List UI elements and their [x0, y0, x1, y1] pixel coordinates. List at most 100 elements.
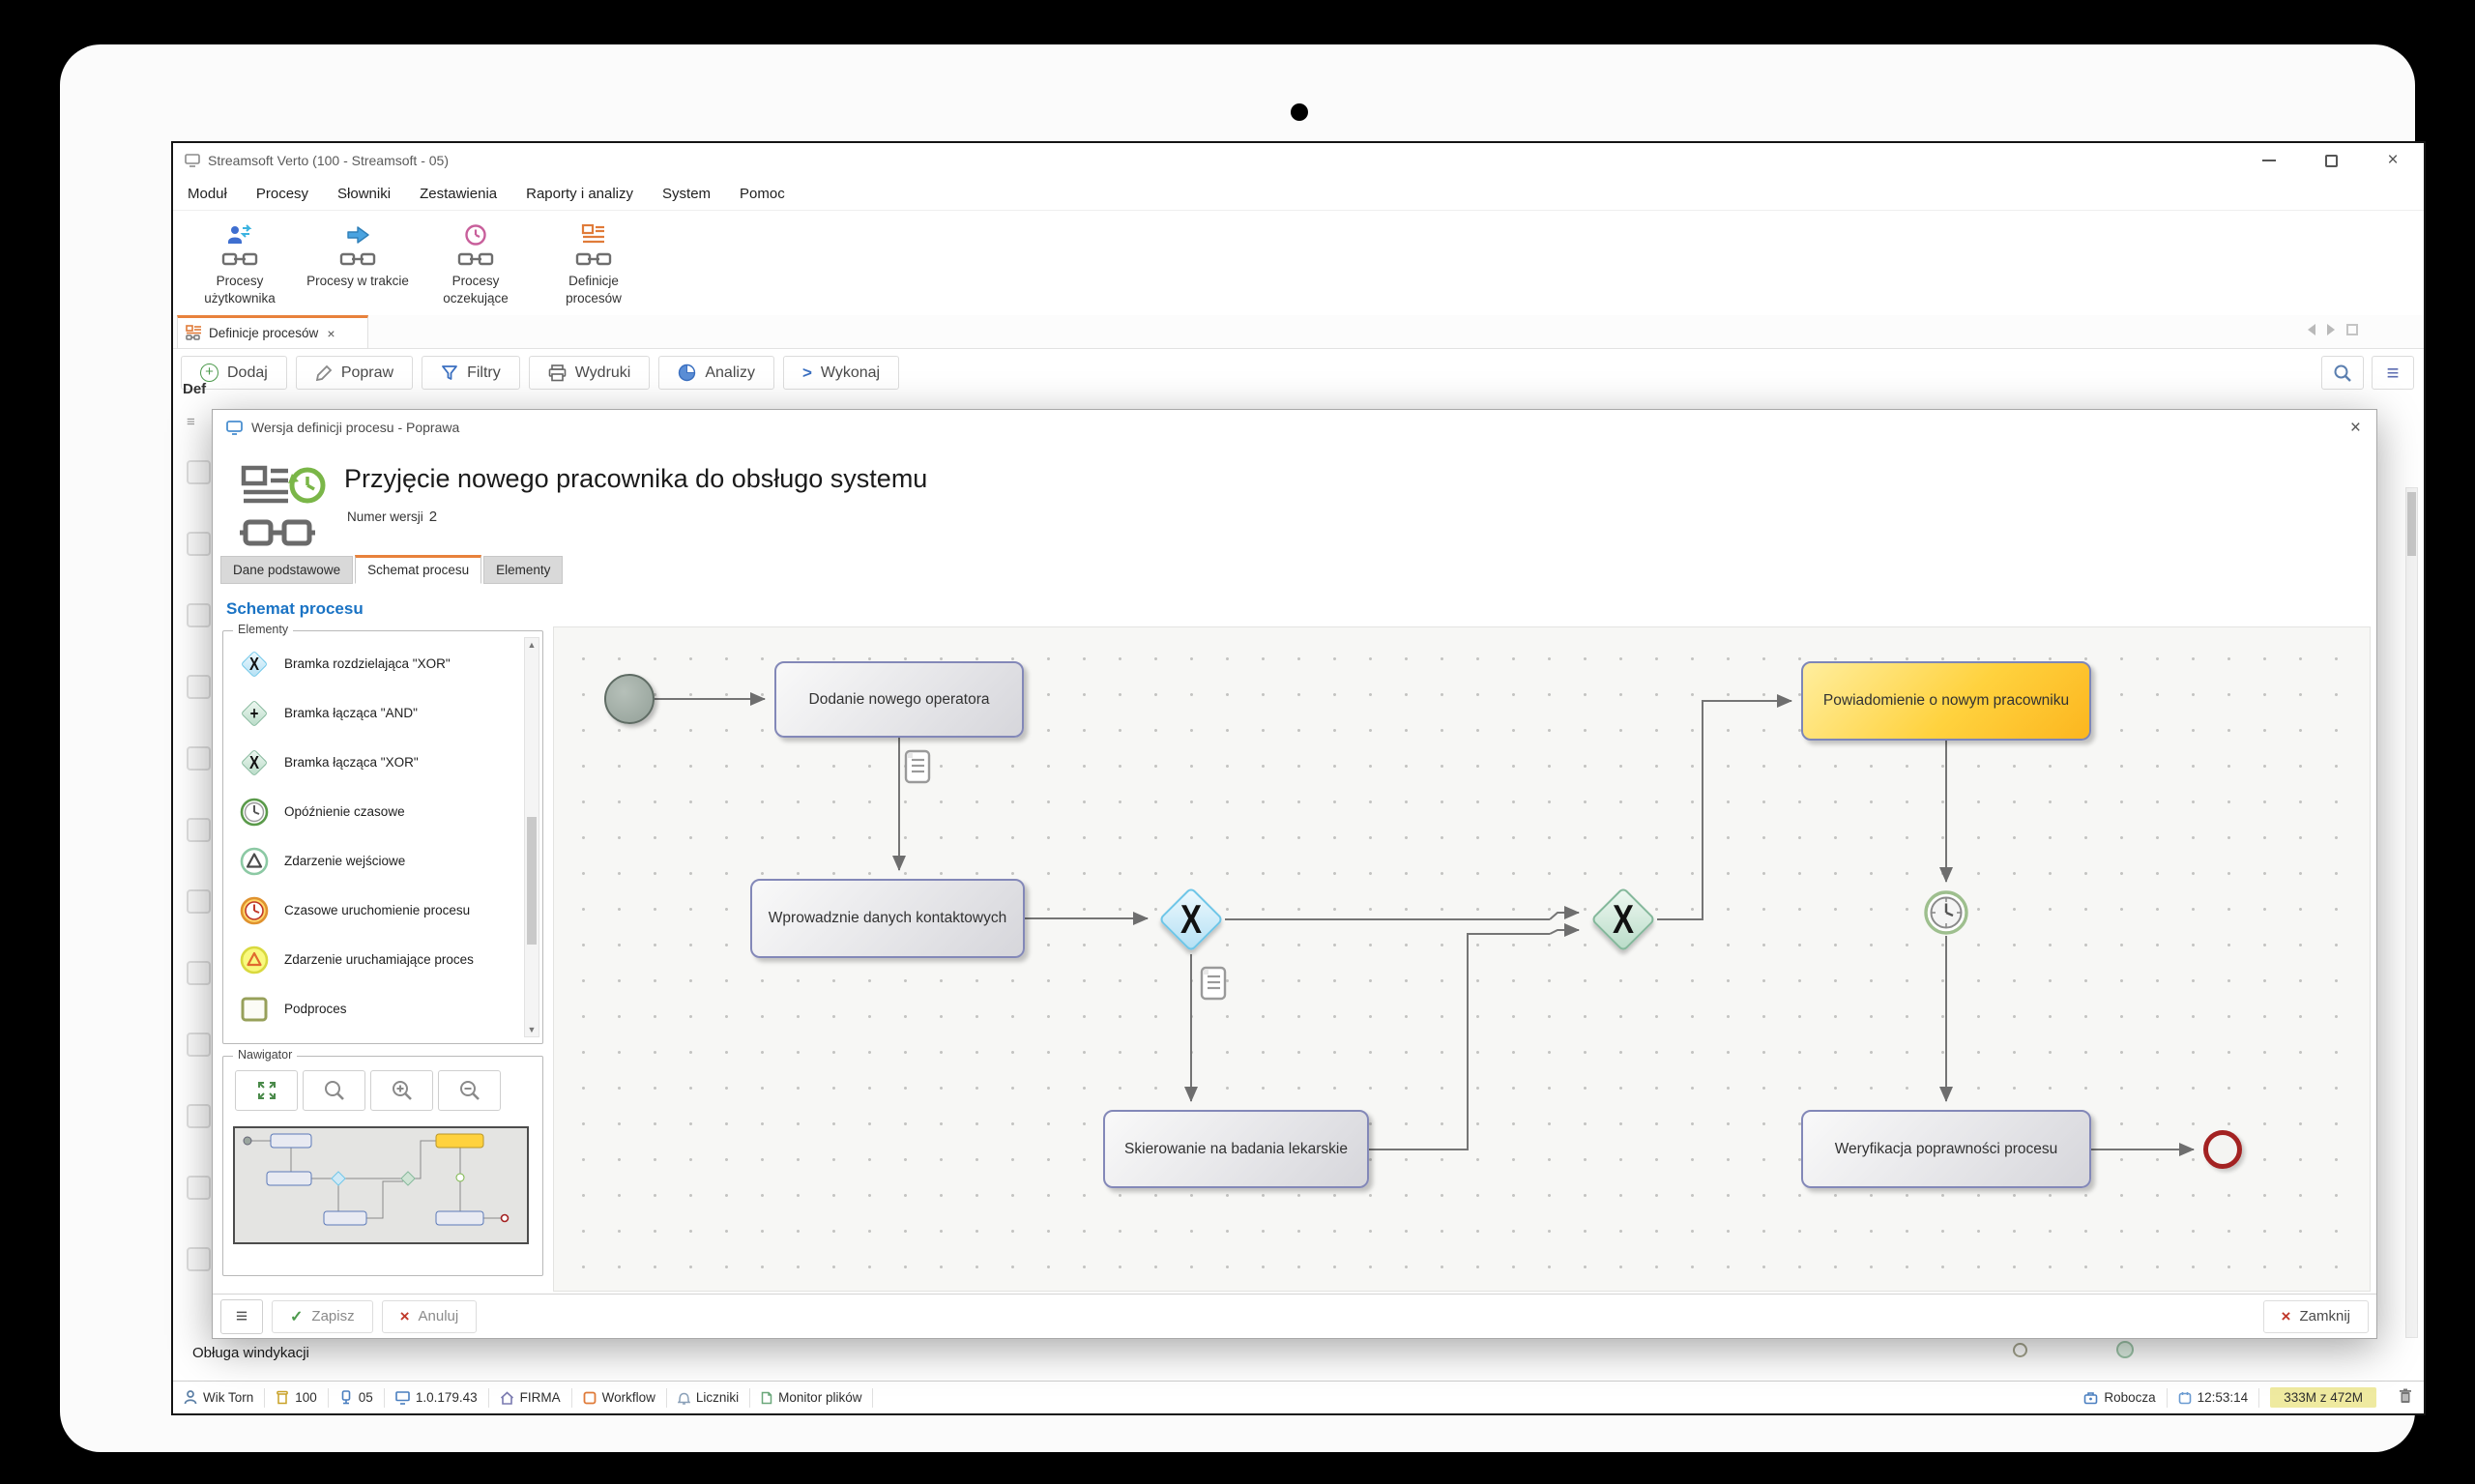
- tab-dane-podstawowe[interactable]: Dane podstawowe: [220, 556, 354, 584]
- tab-scroll-right-icon[interactable]: [2327, 324, 2335, 335]
- menu-bar: Moduł Procesy Słowniki Zestawienia Rapor…: [173, 178, 2424, 211]
- title-bar: Streamsoft Verto (100 - Streamsoft - 05)…: [173, 143, 2424, 178]
- ribbon-procesy-w-trakcie[interactable]: Procesy w trakcie: [299, 211, 417, 315]
- minimize-button[interactable]: [2238, 143, 2300, 178]
- time-delay-node[interactable]: [1923, 889, 1969, 936]
- palette-timer-start[interactable]: Czasowe uruchomienie procesu: [227, 886, 521, 935]
- status-user-label: Wik Torn: [203, 1390, 254, 1405]
- ribbon-definicje-procesow[interactable]: Definicje procesów: [535, 211, 653, 315]
- elements-scrollbar[interactable]: ▲ ▼: [524, 637, 539, 1037]
- monitor-icon: [395, 1390, 410, 1405]
- row-checkbox[interactable]: [187, 746, 211, 771]
- edit-button[interactable]: Popraw: [295, 356, 414, 390]
- task-node-wprowadzenie-danych[interactable]: Wprowadznie danych kontaktowych: [750, 879, 1025, 958]
- menu-system[interactable]: System: [662, 186, 712, 202]
- document-attachment-icon[interactable]: [904, 749, 931, 784]
- xor-split-gateway[interactable]: X: [1157, 886, 1225, 953]
- scrollbar-thumb[interactable]: [2407, 492, 2416, 556]
- row-checkbox[interactable]: [187, 1104, 211, 1128]
- task-node-dodanie-operatora[interactable]: Dodanie nowego operatora: [774, 661, 1024, 738]
- tab-list-icon[interactable]: [2346, 324, 2358, 335]
- app-window: Streamsoft Verto (100 - Streamsoft - 05)…: [171, 141, 2426, 1415]
- zoom-out-button[interactable]: [438, 1070, 501, 1111]
- tab-close-icon[interactable]: ×: [327, 325, 335, 341]
- analytics-button[interactable]: Analizy: [658, 356, 774, 390]
- zoom-out-icon: [459, 1081, 480, 1100]
- palette-time-delay[interactable]: Opóźnienie czasowe: [227, 787, 521, 836]
- status-robocza-label: Robocza: [2104, 1390, 2156, 1405]
- row-checkbox[interactable]: [187, 1033, 211, 1057]
- palette-start-event[interactable]: Zdarzenie uruchamiające proces: [227, 935, 521, 984]
- end-node[interactable]: [2203, 1130, 2242, 1169]
- task-node-powiadomienie[interactable]: Powiadomienie o nowym pracowniku: [1801, 661, 2091, 741]
- menu-modul[interactable]: Moduł: [188, 186, 227, 202]
- palette-and-join[interactable]: + Bramka łącząca "AND": [227, 688, 521, 738]
- footer-menu-button[interactable]: ≡: [220, 1298, 263, 1334]
- print-button[interactable]: Wydruki: [528, 356, 651, 390]
- add-button[interactable]: + Dodaj: [181, 356, 287, 390]
- tab-scroll-left-icon[interactable]: [2308, 324, 2315, 335]
- scroll-down-icon[interactable]: ▼: [527, 1025, 537, 1034]
- palette-xor-join[interactable]: X Bramka łącząca "XOR": [227, 738, 521, 787]
- close-dialog-button[interactable]: × Zamknij: [2262, 1299, 2369, 1333]
- filter-button[interactable]: Filtry: [422, 356, 520, 390]
- camera-dot: [1291, 103, 1308, 121]
- status-time: 12:53:14: [2168, 1387, 2260, 1408]
- tab-schemat-procesu[interactable]: Schemat procesu: [355, 555, 482, 584]
- row-checkbox[interactable]: [187, 460, 211, 484]
- process-canvas[interactable]: Dodanie nowego operatora Wprowadznie dan…: [553, 626, 2371, 1292]
- menu-slowniki[interactable]: Słowniki: [337, 186, 392, 202]
- chain-link-icon: [221, 251, 258, 269]
- document-attachment-icon[interactable]: [1200, 966, 1227, 1001]
- menu-pomoc[interactable]: Pomoc: [740, 186, 785, 202]
- palette-input-event[interactable]: Zdarzenie wejściowe: [227, 836, 521, 886]
- fit-view-button[interactable]: [235, 1070, 298, 1111]
- start-node[interactable]: [604, 674, 655, 724]
- filter-icon: [442, 364, 457, 380]
- row-checkbox[interactable]: [187, 675, 211, 699]
- task-node-skierowanie-badania[interactable]: Skierowanie na badania lekarskie: [1103, 1110, 1369, 1188]
- save-button[interactable]: ✓ Zapisz: [272, 1299, 373, 1333]
- row-checkbox[interactable]: [187, 961, 211, 985]
- ribbon-procesy-oczekujace[interactable]: Procesy oczekujące: [417, 211, 535, 315]
- row-checkbox-column: [187, 460, 211, 1319]
- navigator-buttons: [235, 1070, 501, 1111]
- workflow-icon: [583, 1391, 597, 1404]
- row-checkbox[interactable]: [187, 818, 211, 842]
- tab-elementy[interactable]: Elementy: [483, 556, 564, 584]
- search-area-button[interactable]: [303, 1070, 365, 1111]
- row-checkbox[interactable]: [187, 1247, 211, 1271]
- and-join-gateway-icon: +: [239, 698, 270, 729]
- table-row-label[interactable]: Obługa windykacji: [192, 1345, 309, 1361]
- palette-subprocess[interactable]: Podproces: [227, 984, 521, 1033]
- chain-link-icon: [575, 251, 612, 269]
- window-vertical-scrollbar[interactable]: [2405, 487, 2418, 1338]
- palette-xor-split[interactable]: X Bramka rozdzielająca "XOR": [227, 639, 521, 688]
- trash-button[interactable]: [2387, 1388, 2424, 1407]
- scroll-up-icon[interactable]: ▲: [527, 640, 537, 650]
- check-icon: ✓: [290, 1308, 304, 1325]
- dialog-close-icon[interactable]: ×: [2349, 418, 2361, 438]
- grid-menu-button[interactable]: ≡: [2372, 356, 2414, 390]
- search-button[interactable]: [2321, 356, 2364, 390]
- menu-zestawienia[interactable]: Zestawienia: [420, 186, 498, 202]
- tab-definicje-procesow[interactable]: Definicje procesów ×: [177, 315, 368, 349]
- row-checkbox[interactable]: [187, 889, 211, 914]
- menu-procesy[interactable]: Procesy: [255, 186, 309, 202]
- scrollbar-thumb[interactable]: [527, 817, 537, 946]
- cancel-button[interactable]: × Anuluj: [381, 1299, 478, 1333]
- row-checkbox[interactable]: [187, 603, 211, 627]
- tab-bar: Definicje procesów ×: [173, 315, 2424, 349]
- zoom-in-button[interactable]: [370, 1070, 433, 1111]
- xor-join-gateway[interactable]: X: [1589, 886, 1657, 953]
- close-button[interactable]: ×: [2362, 143, 2424, 178]
- row-checkbox[interactable]: [187, 532, 211, 556]
- task-node-weryfikacja[interactable]: Weryfikacja poprawności procesu: [1801, 1110, 2091, 1188]
- ribbon-procesy-uzytkownika[interactable]: Procesy użytkownika: [181, 211, 299, 315]
- menu-raporty[interactable]: Raporty i analizy: [526, 186, 634, 202]
- row-checkbox[interactable]: [187, 1176, 211, 1200]
- maximize-button[interactable]: [2300, 143, 2362, 178]
- navigator-minimap[interactable]: [233, 1126, 529, 1244]
- row-menu-icon[interactable]: ≡: [187, 414, 195, 430]
- run-button[interactable]: > Wykonaj: [782, 356, 900, 390]
